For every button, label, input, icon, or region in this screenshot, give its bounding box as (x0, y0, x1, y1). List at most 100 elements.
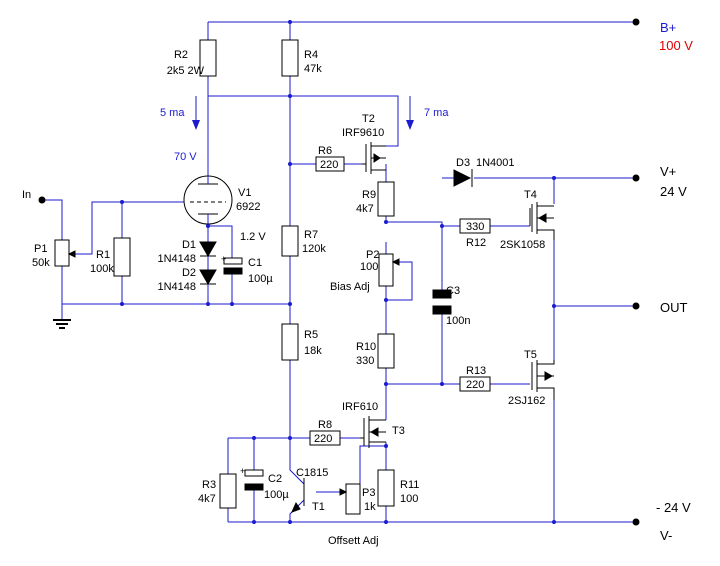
rail-bplus-voltage: 100 V (659, 38, 693, 53)
r9-ref: R9 (362, 189, 376, 201)
r5-value: 18k (304, 345, 322, 357)
resistor-r10 (377, 333, 395, 369)
v1-ref: V1 (238, 187, 251, 199)
bias-adj-label: Bias Adj (330, 281, 370, 293)
rail-vplus-voltage: 24 V (660, 184, 687, 199)
r2-ref: R2 (174, 49, 188, 61)
r4-value: 47k (304, 63, 322, 75)
current-arrow-icons (192, 96, 414, 130)
potentiometer-p1 (54, 239, 76, 267)
rail-vplus-label: V+ (660, 164, 676, 179)
r11-value: 100 (400, 493, 418, 505)
capacitor-c3 (432, 289, 452, 315)
p1-ref: P1 (34, 243, 47, 255)
c1-ref: C1 (248, 257, 262, 269)
c3-ref: C3 (446, 285, 460, 297)
resistor-r13 (459, 376, 491, 392)
resistor-r7 (281, 225, 299, 257)
r11-ref: R11 (400, 479, 419, 491)
r1-value: 100k (90, 263, 114, 275)
d3-value: 1N4001 (476, 157, 515, 169)
r8-value: 220 (314, 433, 332, 445)
ground-icon (53, 319, 71, 329)
svg-text:+: + (221, 254, 226, 264)
rail-bplus-label: B+ (660, 20, 676, 35)
r13-ref: R13 (466, 365, 486, 377)
mosfet-t5 (531, 360, 555, 400)
p3-ref: P3 (362, 487, 375, 499)
r6-ref: R6 (318, 145, 332, 157)
r7-ref: R7 (304, 229, 318, 241)
r5-ref: R5 (304, 329, 318, 341)
t2-value: IRF9610 (342, 127, 384, 139)
diode-d1 (199, 241, 217, 270)
resistor-r4 (281, 39, 299, 77)
p2-value: 100 (360, 261, 378, 273)
p2-ref: P2 (366, 249, 379, 261)
d1-ref: D1 (182, 239, 196, 251)
resistor-r12 (459, 218, 491, 234)
r12-ref: R12 (466, 237, 486, 249)
rail-vminus-voltage: - 24 V (656, 500, 691, 515)
t5-value: 2SJ162 (508, 395, 545, 407)
r2-value: 2k5 2W (167, 65, 205, 77)
mosfet-t3 (360, 416, 386, 448)
vacuum-tube-v1 (183, 175, 233, 226)
t3-value: IRF610 (342, 401, 378, 413)
d2-value: 1N4148 (157, 281, 196, 293)
resistor-r5 (281, 323, 299, 361)
junction-dots (120, 20, 556, 524)
resistor-r3 (219, 473, 237, 509)
rail-vminus-label: V- (660, 528, 672, 543)
r3-value: 4k7 (198, 493, 216, 505)
rail-terminals (38, 18, 640, 526)
r13-value: 220 (466, 379, 484, 391)
t2-ref: T2 (362, 113, 375, 125)
potentiometer-p2 (378, 253, 400, 287)
capacitor-c1: + (221, 254, 243, 275)
p3-value: 1k (364, 501, 376, 513)
resistor-r9 (377, 181, 395, 217)
t5-ref: T5 (524, 349, 537, 361)
c1-value: 100µ (248, 273, 273, 285)
r7-value: 120k (302, 243, 326, 255)
r3-ref: R3 (202, 479, 216, 491)
cathode-voltage-annotation: 1.2 V (240, 231, 266, 243)
t1-ref: T1 (312, 501, 325, 513)
r4-ref: R4 (304, 49, 318, 61)
current-annotation-2: 7 ma (424, 107, 449, 119)
d2-ref: D2 (182, 267, 196, 279)
svg-text:+: + (240, 466, 245, 476)
r6-value: 220 (320, 159, 338, 171)
d1-value: 1N4148 (157, 253, 196, 265)
resistor-r11 (377, 469, 395, 507)
r9-value: 4k7 (356, 203, 374, 215)
c2-ref: C2 (268, 473, 282, 485)
transistor-t1 (291, 478, 305, 513)
output-label: OUT (660, 300, 688, 315)
resistor-r1 (113, 237, 131, 277)
c2-value: 100µ (264, 489, 289, 501)
resistor-r2 (199, 39, 217, 77)
mosfet-t2 (362, 142, 386, 174)
wires (42, 21, 636, 523)
r10-ref: R10 (356, 341, 376, 353)
p1-value: 50k (32, 257, 50, 269)
r10-value: 330 (356, 355, 374, 367)
potentiometer-p3 (339, 483, 361, 515)
offset-adj-label: Offsett Adj (328, 535, 379, 547)
plate-voltage-annotation: 70 V (174, 151, 197, 163)
d3-ref: D3 (456, 157, 470, 169)
c3-value: 100n (446, 315, 470, 327)
r12-value: 330 (466, 221, 484, 233)
r1-ref: R1 (96, 249, 110, 261)
resistor-r6 (315, 156, 345, 172)
t3-ref: T3 (392, 425, 405, 437)
current-annotation-1: 5 ma (160, 107, 185, 119)
t4-value: 2SK1058 (500, 239, 545, 251)
mosfet-t4 (529, 202, 555, 240)
resistor-r8 (309, 430, 341, 446)
v1-value: 6922 (236, 201, 260, 213)
t1-value: C1815 (296, 467, 328, 479)
